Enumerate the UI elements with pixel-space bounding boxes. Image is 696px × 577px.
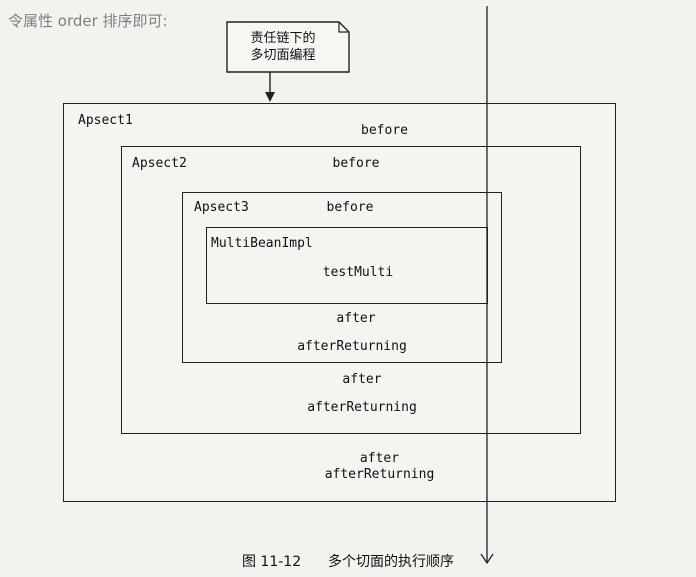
aspect2-after: after (342, 372, 382, 387)
aspect1-before: before (361, 123, 408, 138)
aspect1-after: after (359, 451, 400, 466)
figure-number: 图 11-12 (241, 554, 302, 570)
aspect2-label: Apsect2 (132, 156, 187, 171)
aspect3-after: after (336, 311, 376, 326)
aspect1-after-returning: afterReturning (324, 467, 435, 482)
aspect2-before: before (332, 156, 380, 171)
note-shape (226, 21, 350, 73)
aspect3-after-returning: afterReturning (297, 339, 407, 354)
header-fragment: 令属性 order 排序即可: (8, 12, 168, 30)
aspect3-before: before (326, 200, 374, 215)
aspect1-label: Apsect1 (78, 113, 133, 128)
note-arrow-head (265, 92, 275, 102)
target-box: MultiBeanImpl testMulti (206, 227, 488, 304)
note-fold (338, 22, 349, 33)
target-method: testMulti (322, 265, 394, 280)
aspect3-label: Apsect3 (194, 200, 249, 215)
note-line1: 责任链下的 (250, 31, 316, 46)
figure-caption: 图 11-12 多个切面的执行顺序 (0, 551, 696, 571)
figure-title: 多个切面的执行顺序 (328, 554, 455, 570)
note-text: 责任链下的 多切面编程 (233, 30, 333, 64)
note-line2: 多切面编程 (250, 48, 316, 63)
aspect2-after-returning: afterReturning (307, 400, 417, 415)
execution-arrowhead (480, 553, 494, 565)
target-label: MultiBeanImpl (211, 236, 313, 251)
